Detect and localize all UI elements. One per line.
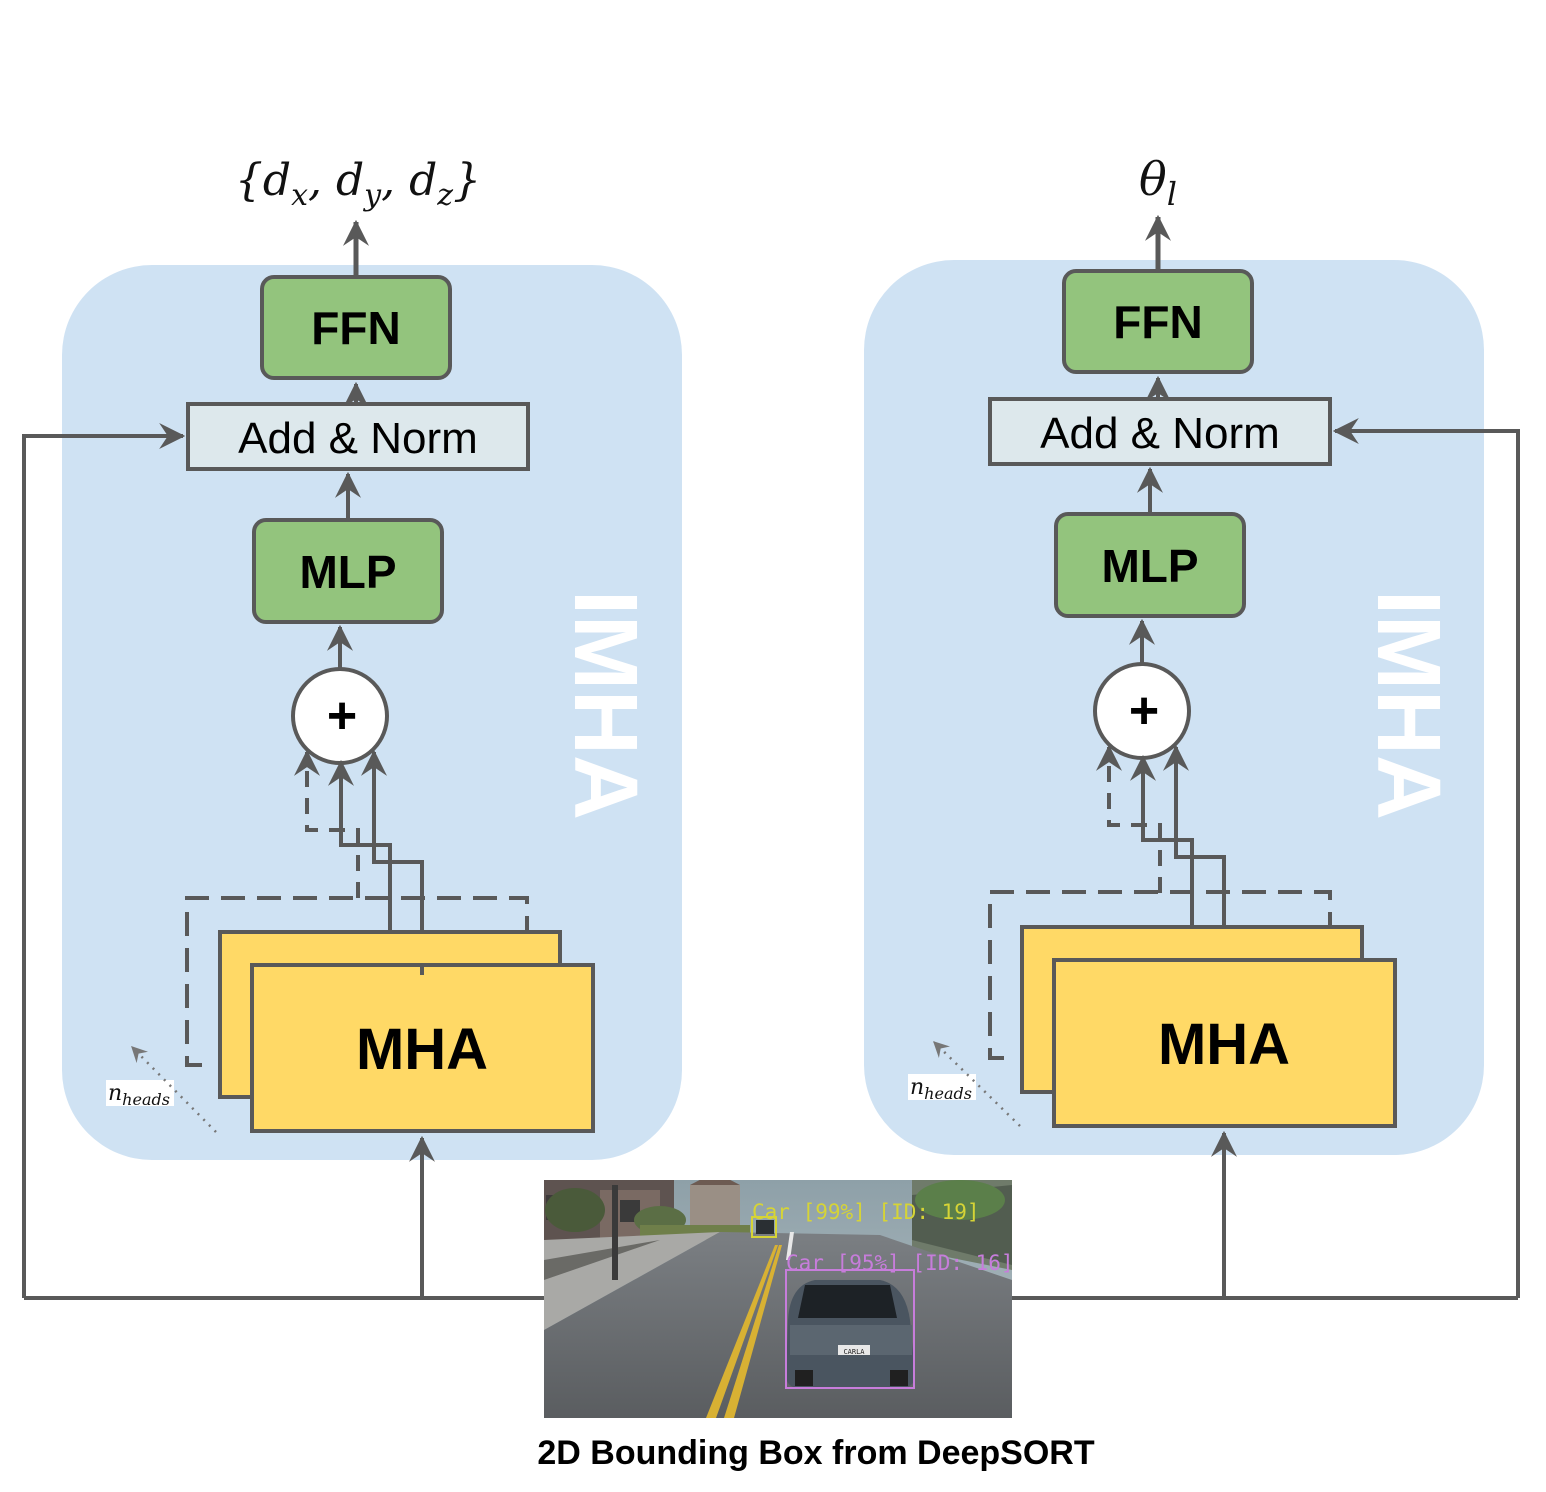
left-head-line-1 xyxy=(361,749,424,965)
right-head-line-2 xyxy=(1130,754,1194,928)
right-add-norm-label: Add & Norm xyxy=(1040,409,1280,458)
right-output-label: θl xyxy=(1139,152,1177,213)
left-mha-label: MHA xyxy=(356,1017,488,1082)
detection-label-2: Car [95%] [ID: 16] xyxy=(786,1251,1014,1275)
right-encoder-block: IMHA θl FFN Add & Norm MLP + MHA nheads xyxy=(864,152,1484,1298)
input-caption: 2D Bounding Box from DeepSORT xyxy=(537,1434,1094,1472)
input-image: CARLA Car [99%] [ID: 19] Car [95%] [ID: … xyxy=(544,1180,1014,1418)
right-head-line-1 xyxy=(1163,744,1226,960)
right-heads-label: nheads xyxy=(910,1075,972,1103)
right-sum-label: + xyxy=(1129,682,1159,740)
left-add-norm-label: Add & Norm xyxy=(238,414,478,463)
left-mlp-block xyxy=(252,518,444,624)
right-mha-label: MHA xyxy=(1158,1012,1290,1077)
left-ffn-block xyxy=(260,275,452,380)
right-ffn-label: FFN xyxy=(1113,296,1202,348)
right-mlp-label: MLP xyxy=(1101,540,1198,592)
right-dashed-head xyxy=(988,890,1332,1060)
detection-box-1 xyxy=(751,1216,777,1238)
right-residual-path xyxy=(1332,418,1520,1298)
right-imha-label: IMHA xyxy=(1358,590,1458,820)
right-head-line-3 xyxy=(1096,744,1162,893)
left-dashed-head xyxy=(185,896,529,1067)
right-mlp-block xyxy=(1054,512,1246,618)
right-mha-block xyxy=(1052,958,1397,1128)
left-head-line-3 xyxy=(294,749,360,898)
left-head-line-2 xyxy=(328,759,392,933)
left-heads-label: nheads xyxy=(108,1081,170,1109)
left-ffn-label: FFN xyxy=(311,302,400,354)
detection-label-1: Car [99%] [ID: 19] xyxy=(752,1200,980,1224)
left-output-label: {dx, dy, dz} xyxy=(235,155,481,213)
input-routing xyxy=(22,418,1520,1300)
right-add-norm-block xyxy=(988,397,1332,466)
left-encoder-block: IMHA {dx, dy, dz} FFN Add & Norm MLP + xyxy=(62,155,682,1298)
detection-box-2 xyxy=(785,1269,915,1389)
license-plate: CARLA xyxy=(843,1348,865,1356)
left-sum-label: + xyxy=(327,687,357,745)
left-imha-label: IMHA xyxy=(555,590,655,820)
right-ffn-block xyxy=(1062,269,1254,374)
left-residual-path xyxy=(22,423,186,1298)
left-add-norm-block xyxy=(186,402,530,471)
left-mlp-label: MLP xyxy=(299,546,396,598)
